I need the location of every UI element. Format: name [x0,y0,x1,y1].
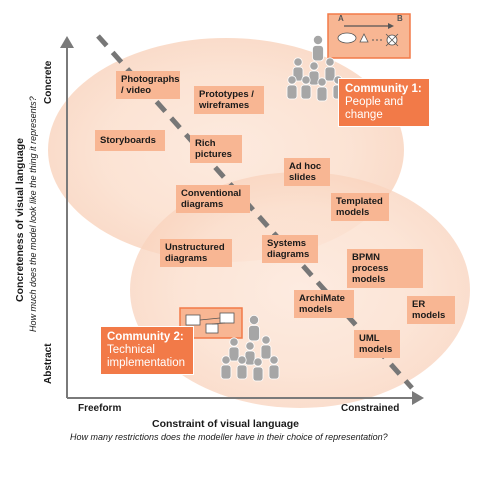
item-line-1: Photographs [121,74,180,85]
y-axis-bottom-label: Abstract [43,343,54,384]
item-line-2: models [352,274,386,285]
item-er-models: ER models [407,296,455,324]
item-line-1: BPMN process [352,252,389,274]
people-figures [220,34,344,382]
person-figure [268,355,280,380]
person-figure [316,77,328,102]
item-templated-models: Templated models [331,193,389,221]
person-figure [248,314,260,342]
item-line-2: diagrams [165,253,208,264]
person-figure [220,355,232,380]
item-unstructured-diagrams: Unstructured diagrams [160,239,232,267]
person-figure [260,335,272,360]
item-line-2: pictures [195,149,232,160]
y-axis-title: Concreteness of visual language [14,138,26,302]
y-axis-top-label: Concrete [43,60,54,104]
person-figure [236,355,248,380]
person-figure [308,61,320,86]
item-archimate-models: ArchiMate models [294,290,354,318]
person-figure [300,75,312,100]
person-figure [292,57,304,82]
presentation-board-illustration [327,13,411,59]
item-conventional-diagrams: Conventional diagrams [176,185,250,213]
illustration-label-b: B [397,14,403,23]
x-axis-right-label: Constrained [341,403,400,414]
item-line-1: ER [412,299,426,310]
item-storyboards: Storyboards [95,130,165,151]
illustration-label-a: A [338,14,344,23]
community-2-label: Community 2: Technical implementation [100,326,194,375]
item-line-1: Conventional [181,188,242,199]
item-line-1: Unstructured [165,242,225,253]
person-figure [312,34,324,62]
community-2-subtitle: Technical implementation [107,344,185,369]
x-axis-subtitle: How many restrictions does the modeller … [70,432,388,442]
x-axis-title: Constraint of visual language [152,418,300,430]
community-1-subtitle: People and change [345,96,404,121]
person-figure [324,57,336,82]
item-line-2: wireframes [199,100,250,111]
whiteboard-illustration [179,307,243,339]
community-2-title: Community 2: [107,331,184,343]
item-line-1: Ad hoc [289,161,322,172]
y-axis-subtitle: How much does the model look like the th… [28,96,38,332]
item-uml-models: UML models [354,330,400,358]
person-figure [252,357,264,382]
y-axis-arrow [60,36,74,48]
item-line-1: ArchiMate [299,293,345,304]
community-1-label: Community 1: People and change [338,78,430,127]
item-line-2: diagrams [267,249,310,260]
item-line-2: models [299,304,333,315]
item-line-1: Systems [267,238,307,249]
item-systems-diagrams: Systems diagrams [262,235,318,263]
item-line-1: Templated [336,196,383,207]
item-line-2: models [412,310,446,321]
item-line-2: / video [121,85,152,96]
item-line-2: models [336,207,370,218]
community-1-title: Community 1: [345,83,422,95]
item-prototypes-wireframes: Prototypes / wireframes [194,86,264,114]
x-axis-left-label: Freeform [78,403,122,414]
person-figure [228,337,240,362]
item-line-2: models [359,344,393,355]
item-bpmn-process-models: BPMN process models [347,249,423,288]
item-line-2: slides [289,172,316,183]
item-line-1: UML [359,333,380,344]
item-line-1: Rich [195,138,216,149]
person-figure [286,75,298,100]
item-line-2: diagrams [181,199,224,210]
item-line-1: Storyboards [100,135,156,146]
x-axis-arrow [412,391,424,405]
item-rich-pictures: Rich pictures [190,135,242,163]
item-photographs-video: Photographs / video [116,71,180,99]
item-ad-hoc-slides: Ad hoc slides [284,158,330,186]
item-line-1: Prototypes / [199,89,254,100]
